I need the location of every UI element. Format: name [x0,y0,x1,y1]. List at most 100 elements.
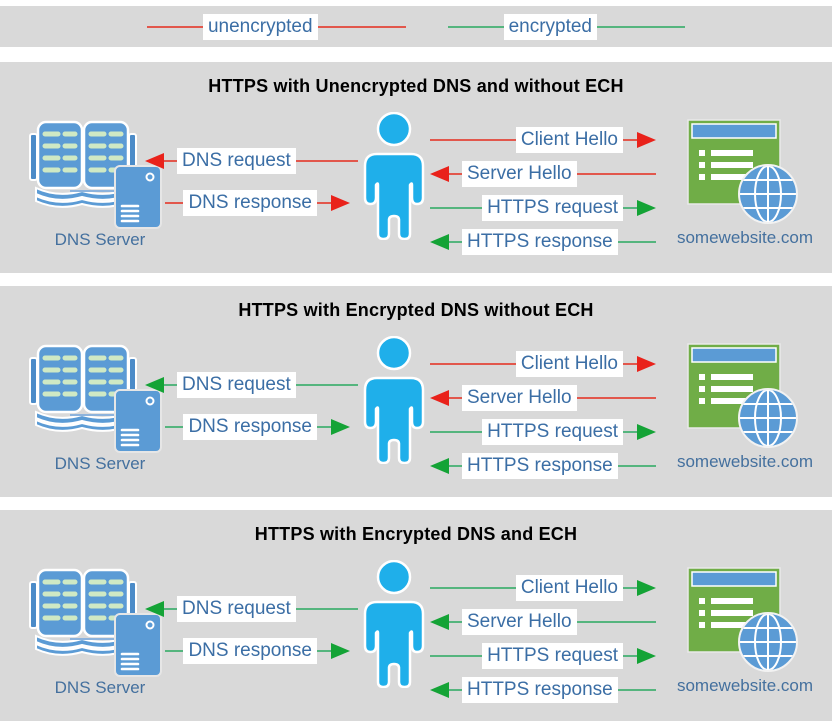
person-icon [363,112,425,240]
arrow-line [165,425,184,428]
arrowhead-right-icon [637,199,656,216]
person-icon [363,336,425,464]
encrypted-line-icon [597,25,686,28]
arrow-line [165,649,184,652]
arrow-https-response: HTTPS response [430,228,656,255]
arrowhead-right-icon [637,423,656,440]
arrow-line [164,607,177,610]
dns-connector-line [70,638,120,640]
arrow-line [623,362,637,365]
arrow-label: Server Hello [462,160,577,187]
arrow-label: DNS response [183,413,317,440]
arrow-line [165,201,184,204]
panel-title: HTTPS with Encrypted DNS without ECH [238,300,594,320]
arrow-line [430,138,516,141]
arrow-server-hello: Server Hello [430,384,656,411]
dns-server-label: DNS Server [54,678,146,697]
panel-title: HTTPS with Encrypted DNS and ECH [254,524,578,544]
arrowhead-right-icon [331,194,350,211]
website-icon [687,567,798,672]
arrow-line [430,586,516,589]
arrow-https-request: HTTPS request [430,642,656,669]
arrow-label: Server Hello [462,608,577,635]
dns-server-label: DNS Server [54,230,146,249]
server-icon [114,389,162,453]
website-label: somewebsite.com [676,676,814,695]
panel: HTTPS with Encrypted DNS and ECH [0,510,832,721]
arrowhead-left-icon [430,613,449,630]
arrow-label: DNS response [183,189,317,216]
arrow-line [295,383,358,386]
server-icon [114,613,162,677]
arrow-client-hello: Client Hello [430,350,656,377]
arrow-label: HTTPS request [482,642,623,669]
arrow-label: DNS request [177,371,296,398]
arrow-client-hello: Client Hello [430,574,656,601]
arrow-label: DNS request [177,147,296,174]
website-label: somewebsite.com [676,228,814,247]
arrow-line [164,383,177,386]
website-label: somewebsite.com [676,452,814,471]
arrow-line [623,430,637,433]
arrow-line [449,620,462,623]
arrow-label: Server Hello [462,384,577,411]
arrow-line [317,649,331,652]
arrow-label: DNS response [183,637,317,664]
arrow-label: Client Hello [515,350,623,377]
arrow-dns-response: DNS response [165,189,350,216]
arrowhead-left-icon [430,681,449,698]
arrow-line [617,464,656,467]
legend-bar: unencrypted encrypted [0,6,832,47]
arrow-line [617,688,656,691]
book-icon [29,120,137,208]
arrow-label: HTTPS response [462,228,618,255]
arrow-line [576,396,656,399]
arrow-https-response: HTTPS response [430,452,656,479]
arrow-line [576,172,656,175]
arrowhead-left-icon [145,376,164,393]
arrow-line [164,159,177,162]
arrow-client-hello: Client Hello [430,126,656,153]
arrow-dns-response: DNS response [165,413,350,440]
arrow-line [317,425,331,428]
arrowhead-left-icon [145,152,164,169]
website-icon [687,343,798,448]
arrow-https-request: HTTPS request [430,194,656,221]
website-icon [687,119,798,224]
arrow-label: HTTPS request [482,418,623,445]
arrow-line [623,206,637,209]
legend-item-encrypted: encrypted [447,13,686,40]
person-icon [363,560,425,688]
arrowhead-left-icon [430,457,449,474]
arrowhead-right-icon [637,131,656,148]
arrow-https-request: HTTPS request [430,418,656,445]
arrow-https-response: HTTPS response [430,676,656,703]
arrowhead-left-icon [430,233,449,250]
arrow-line [449,464,462,467]
dns-server-label: DNS Server [54,454,146,473]
arrow-line [430,362,516,365]
panels-container: HTTPS with Unencrypted DNS and without E… [0,62,832,721]
arrow-line [623,586,637,589]
arrow-line [617,240,656,243]
arrow-server-hello: Server Hello [430,160,656,187]
arrow-dns-response: DNS response [165,637,350,664]
arrow-dns-request: DNS request [145,147,358,174]
unencrypted-line-icon [146,25,203,28]
arrowhead-right-icon [331,642,350,659]
arrowhead-right-icon [637,647,656,664]
arrow-line [295,159,358,162]
arrowhead-right-icon [637,355,656,372]
arrow-label: HTTPS request [482,194,623,221]
arrow-line [430,206,483,209]
encrypted-line-icon [447,25,504,28]
legend-label: encrypted [503,13,598,40]
arrow-line [317,201,331,204]
arrowhead-left-icon [145,600,164,617]
arrowhead-right-icon [637,579,656,596]
arrow-line [295,607,358,610]
server-icon [114,165,162,229]
arrow-label: HTTPS response [462,676,618,703]
dns-connector-line [70,414,120,416]
arrow-label: DNS request [177,595,296,622]
